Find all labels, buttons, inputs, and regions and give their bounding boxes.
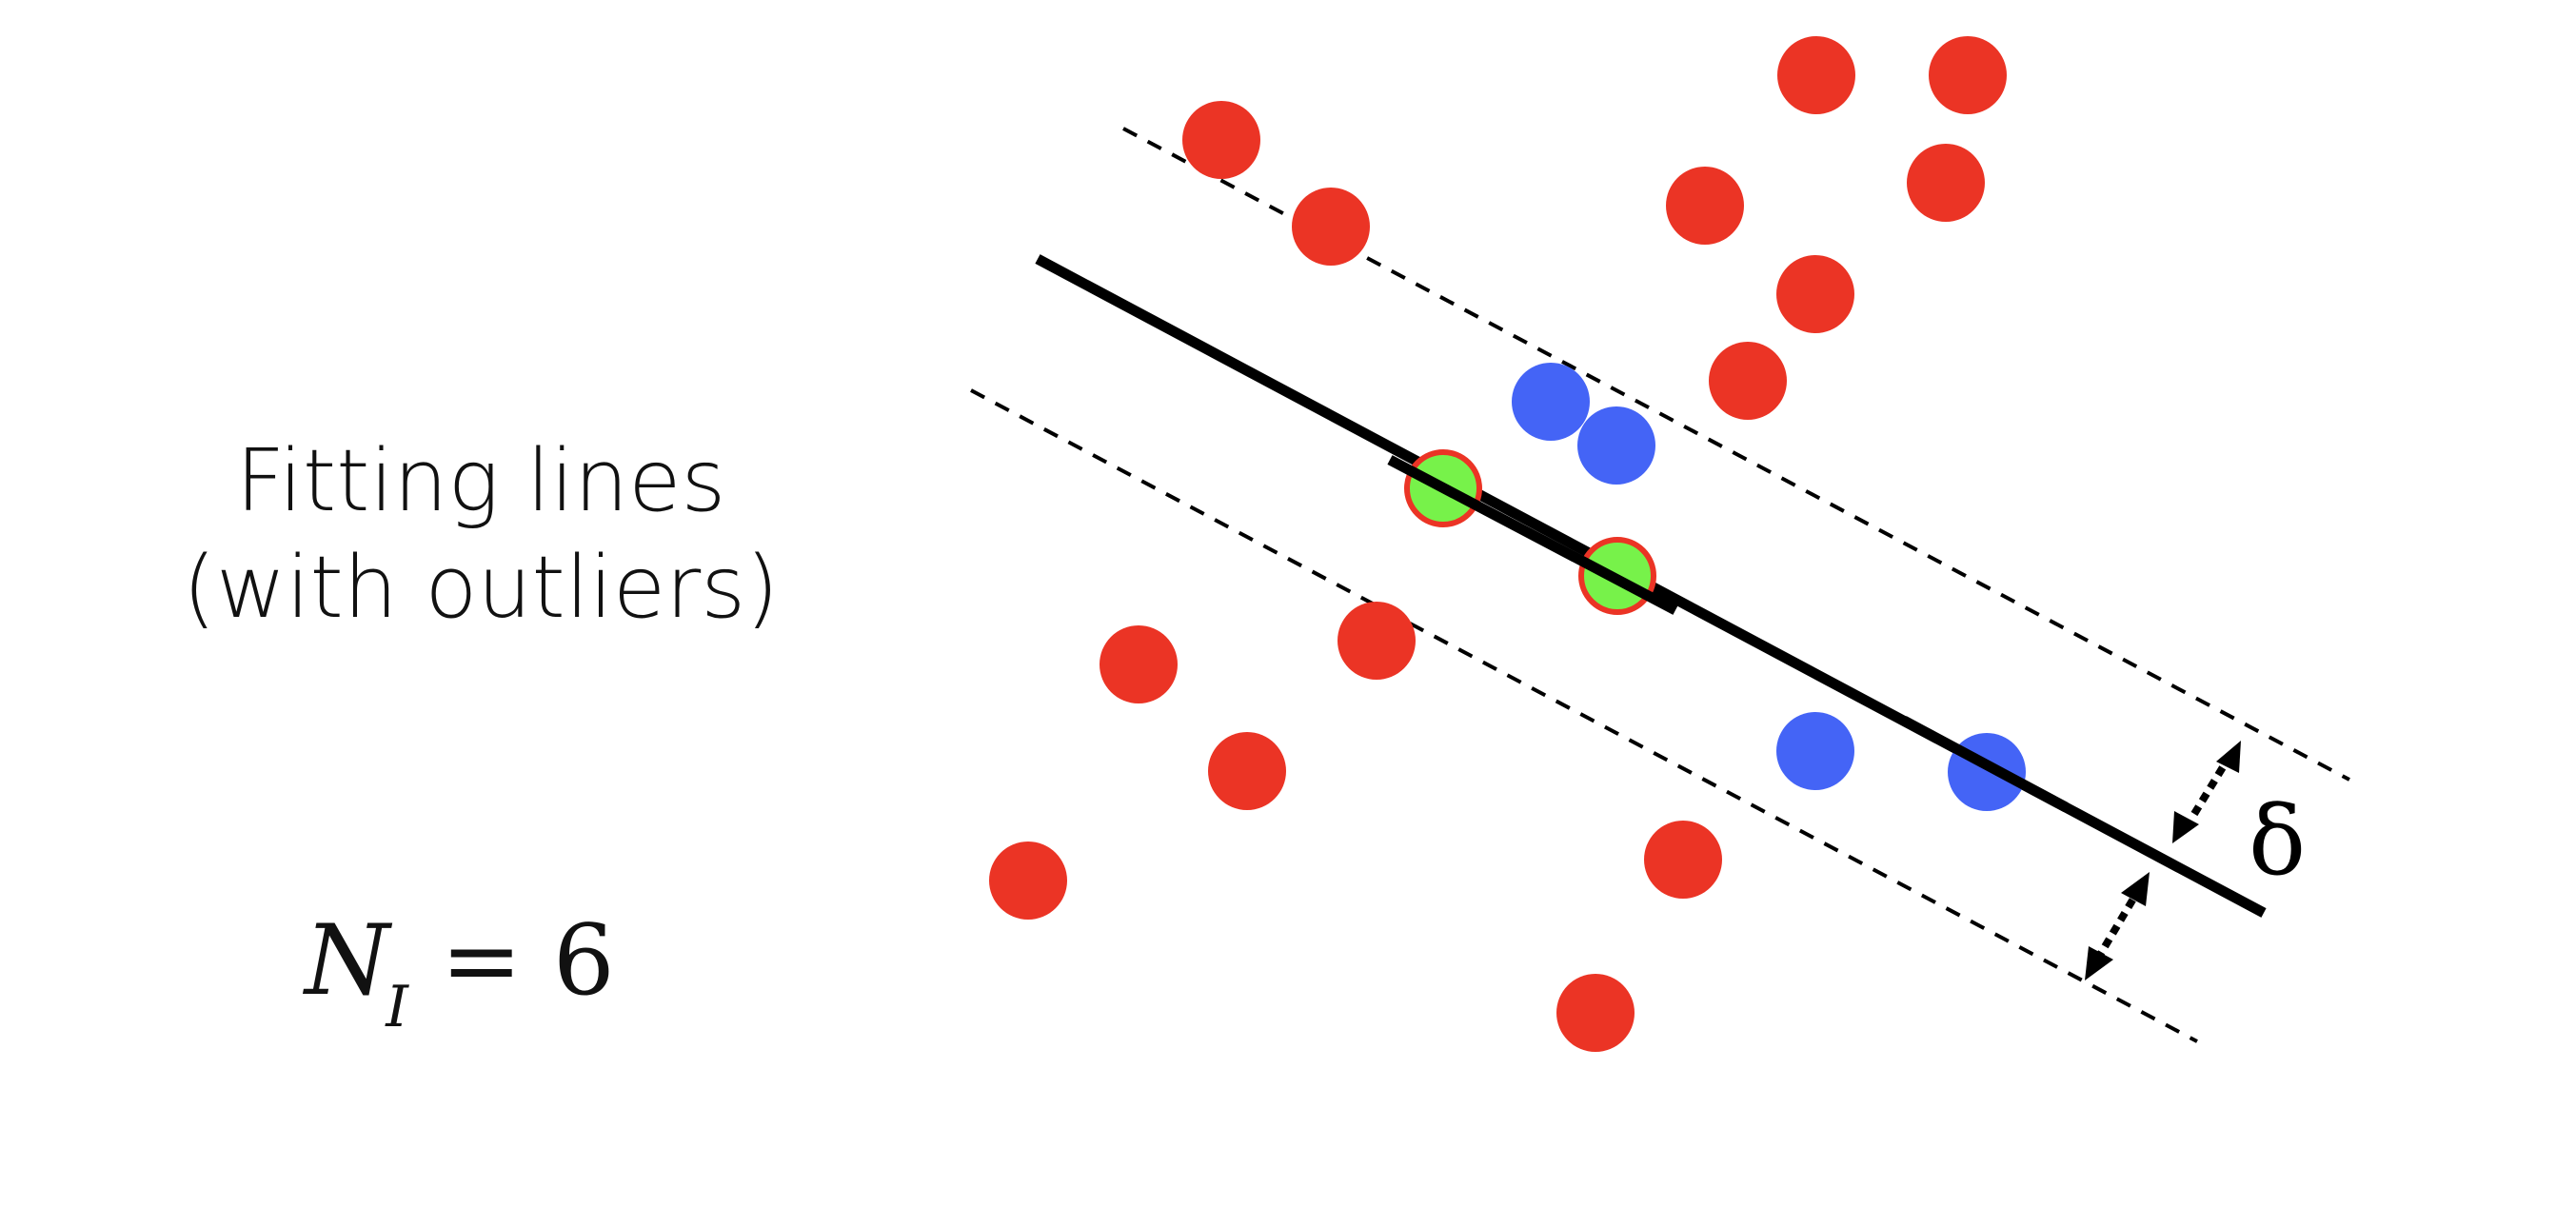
caption-line-1: Fitting lines — [235, 431, 726, 531]
inlier-point — [1577, 406, 1655, 485]
delta-arrowhead-up-lower — [2121, 872, 2150, 906]
equation-subscript: I — [386, 974, 408, 1040]
outlier-point — [1709, 342, 1787, 420]
outlier-point — [1292, 188, 1370, 266]
fitted-line-through-samples — [1387, 455, 1678, 615]
equation-variable: N — [305, 904, 390, 1018]
caption: Fitting lines (with outliers) — [162, 428, 800, 642]
outlier-point — [1776, 255, 1854, 333]
inlier-points — [1512, 363, 2026, 811]
fitted-line-overlay — [1901, 716, 2069, 812]
outlier-point — [1182, 101, 1260, 179]
delta-arrowhead-down — [2085, 946, 2113, 980]
caption-line-2: (with outliers) — [182, 538, 780, 638]
delta-arrowhead-down-upper — [2172, 811, 2199, 843]
delta-arrow-lower — [2093, 886, 2143, 962]
outlier-point — [989, 842, 1067, 920]
outlier-point — [1208, 732, 1286, 810]
inlier-point — [1512, 363, 1590, 441]
inlier-point — [1776, 712, 1854, 790]
equation-relation: = 6 — [440, 904, 615, 1018]
inlier-count-equation: NI = 6 — [305, 904, 615, 1040]
delta-arrowhead-up — [2216, 741, 2241, 773]
delta-label: δ — [2249, 785, 2306, 897]
outlier-point — [1644, 821, 1722, 899]
outlier-point — [1666, 167, 1744, 245]
outlier-points — [989, 36, 2007, 1052]
outlier-point — [1556, 974, 1635, 1052]
outlier-point — [1929, 36, 2007, 114]
outlier-point — [1338, 602, 1416, 680]
lower-threshold-line — [970, 388, 2198, 1043]
outlier-point — [1907, 144, 1985, 222]
delta-arrows — [2085, 741, 2241, 980]
outlier-point — [1100, 625, 1178, 703]
outlier-point — [1777, 36, 1855, 114]
